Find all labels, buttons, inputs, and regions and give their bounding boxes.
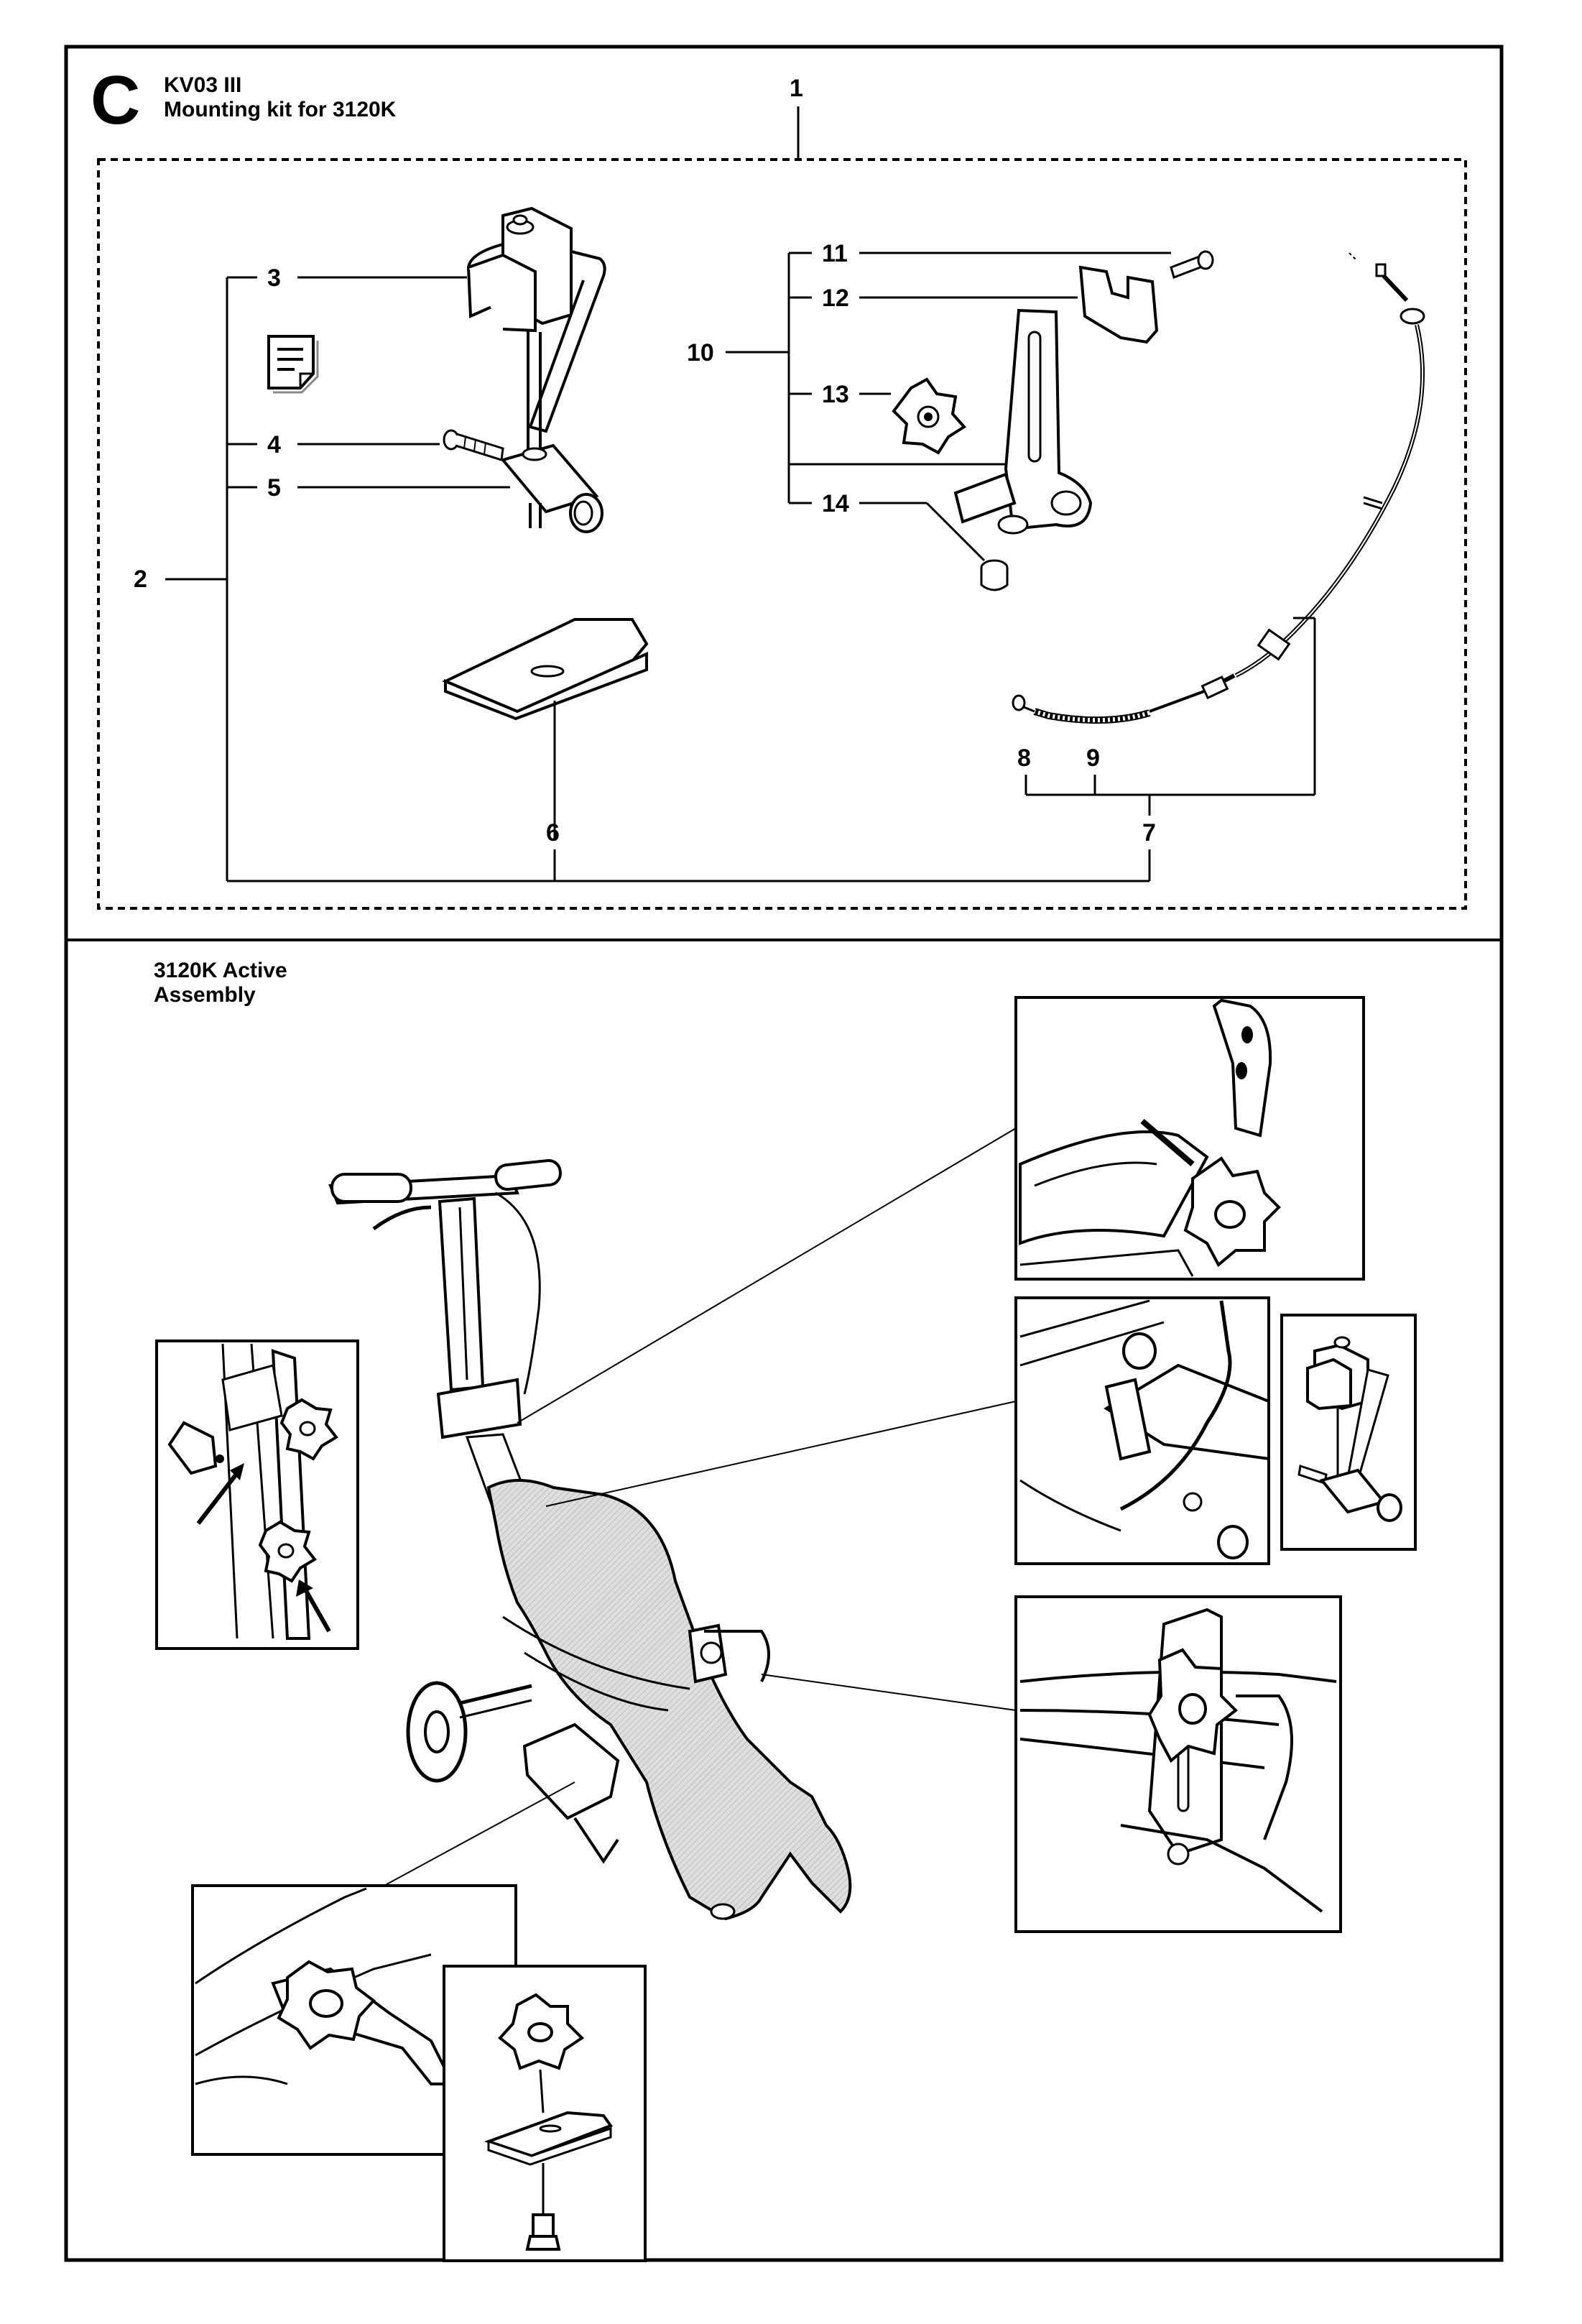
detail-view-handle-knob [1014, 996, 1365, 1281]
part-13-star-knob [892, 377, 967, 455]
part-12-bracket-clip [1078, 265, 1159, 344]
callout-3: 3 [267, 264, 281, 292]
kit-title: Mounting kit for 3120K [164, 98, 397, 121]
page-frame [64, 45, 1504, 2262]
part-3-cable-holder [466, 206, 606, 460]
callout-14: 14 [822, 490, 849, 517]
kit-boundary [97, 158, 1467, 910]
part-14-knob [980, 559, 1009, 591]
assembly-title-line1: 3120K Active [154, 959, 287, 982]
callout-9: 9 [1086, 744, 1100, 772]
callout-5: 5 [267, 474, 281, 502]
section-letter: C [91, 62, 140, 139]
cutter-machine [328, 1158, 852, 1921]
callout-6: 6 [546, 819, 560, 847]
part-5-clamp-block [500, 443, 603, 533]
callout-7: 7 [1142, 819, 1156, 847]
callout-1: 1 [790, 75, 803, 102]
part-7-throttle-cable [1012, 252, 1425, 724]
detail-view-holder-parts [1280, 1314, 1417, 1551]
callout-10: 10 [687, 339, 714, 366]
detail-view-column-knobs [155, 1339, 359, 1650]
callout-13: 13 [822, 381, 849, 408]
callout-2: 2 [134, 566, 147, 593]
callout-8: 8 [1017, 744, 1031, 772]
kit-code: KV03 III [164, 73, 241, 97]
detail-view-exploded-knob [443, 1965, 647, 2262]
detail-view-cable-holder [1014, 1296, 1270, 1565]
part-6-plate [442, 618, 649, 841]
assembly-title-line2: Assembly [154, 983, 256, 1007]
part-10-bracket [953, 308, 1093, 535]
callout-12: 12 [822, 285, 849, 312]
document-note-icon [267, 335, 319, 394]
detail-view-side-bracket [1014, 1595, 1342, 1933]
callout-4: 4 [267, 431, 281, 458]
callout-11: 11 [822, 240, 848, 267]
part-11-screw [1170, 250, 1214, 279]
part-4-screw [443, 429, 504, 461]
